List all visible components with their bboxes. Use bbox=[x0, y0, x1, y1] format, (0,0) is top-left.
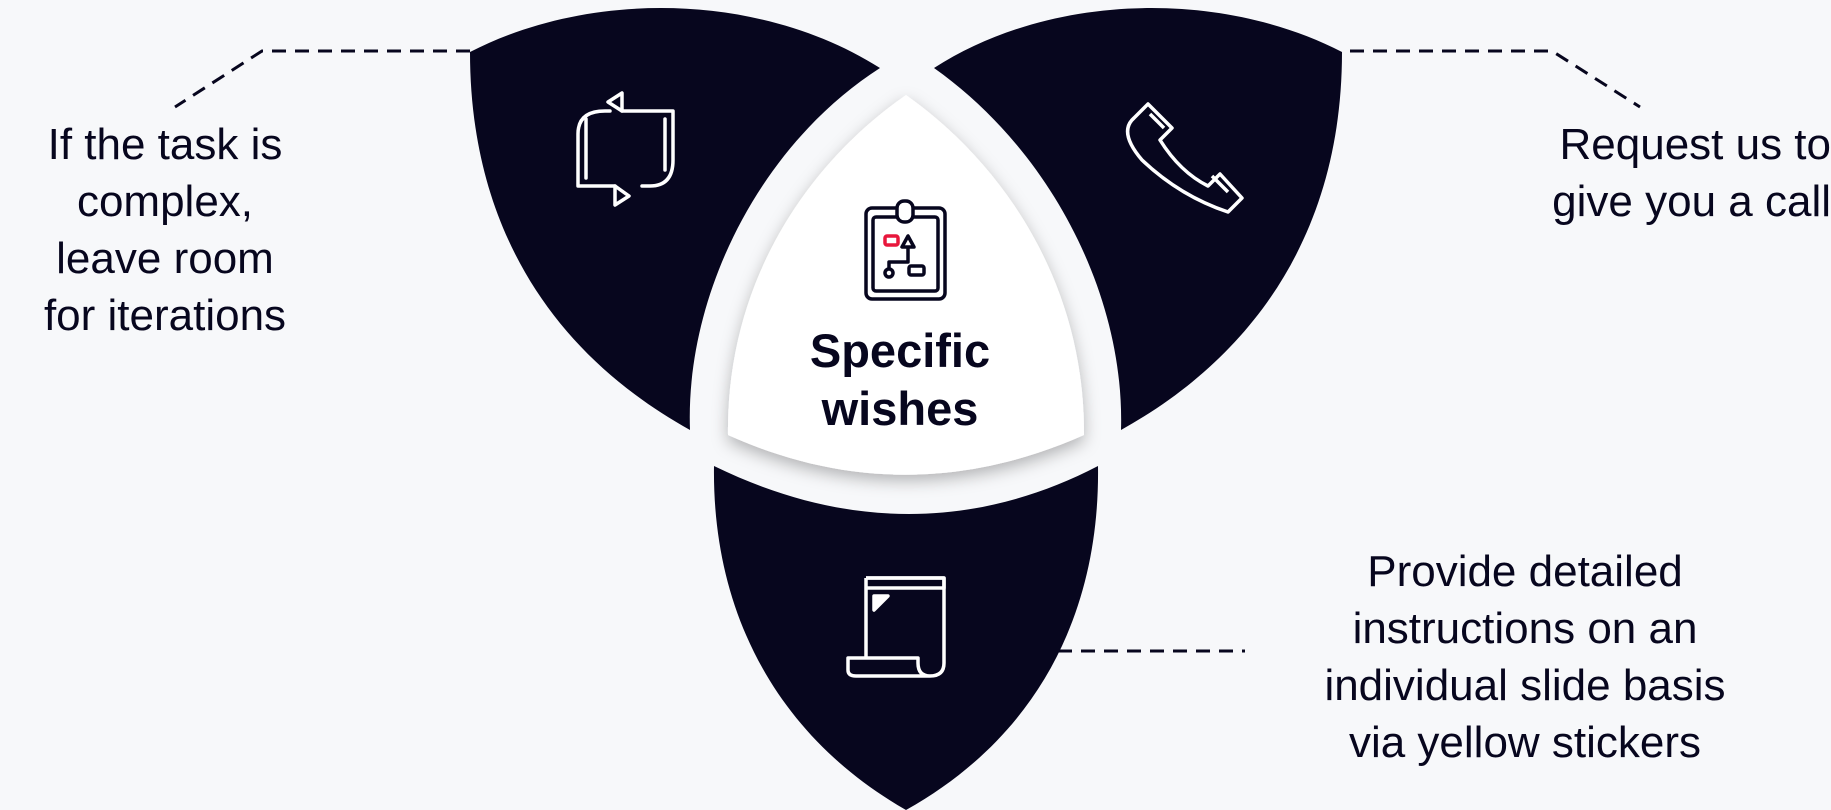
sticker-note-icon bbox=[846, 576, 946, 678]
center-title: Specific wishes bbox=[809, 324, 991, 435]
caption-iterations: If the task is complex, leave room for i… bbox=[43, 120, 287, 340]
leader-line-top-right bbox=[1350, 49, 1641, 109]
petal-bottom bbox=[713, 466, 1099, 810]
petal-top-right bbox=[934, 8, 1342, 431]
petal-top-left bbox=[470, 8, 880, 431]
refresh-icon bbox=[576, 91, 675, 207]
phone-icon bbox=[1125, 102, 1244, 214]
caption-call: Request us to give you a call bbox=[1552, 120, 1831, 226]
center-shield bbox=[727, 95, 1085, 475]
leader-line-top-left bbox=[174, 49, 470, 109]
caption-stickers: Provide detailed instructions on an indi… bbox=[1324, 547, 1726, 767]
clipboard-plan-icon bbox=[864, 199, 947, 301]
